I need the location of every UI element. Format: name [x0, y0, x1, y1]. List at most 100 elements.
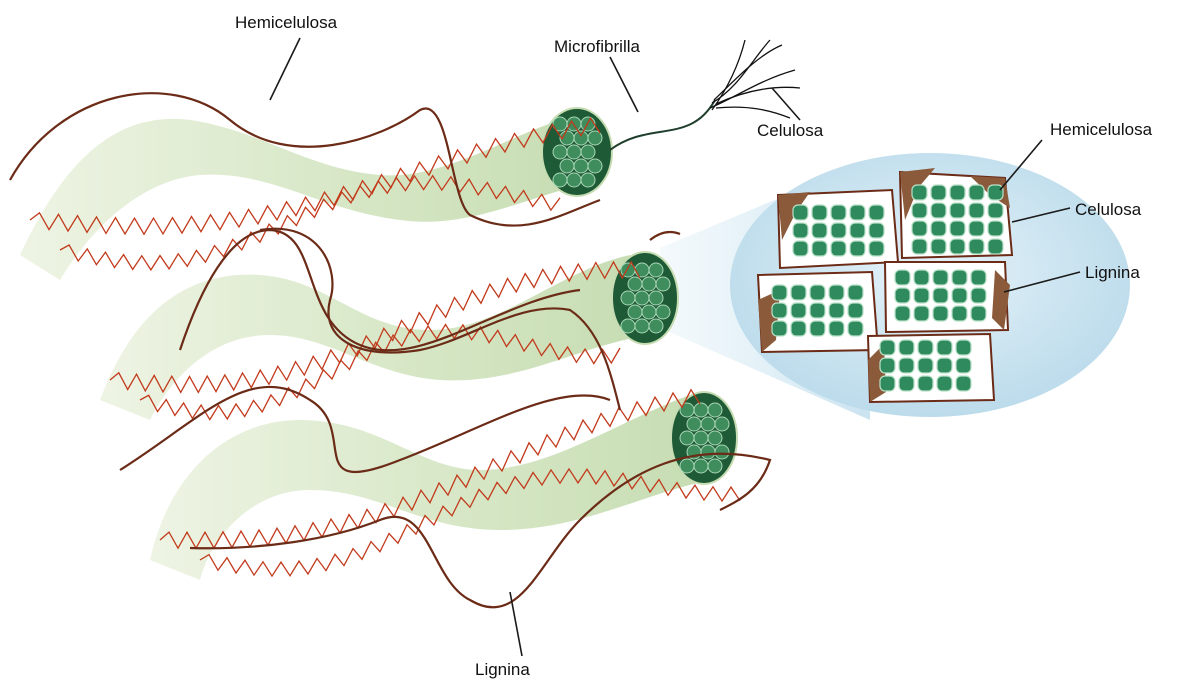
microfibril-dot: [656, 305, 670, 319]
cellulose-cell: [850, 223, 865, 238]
microfibril-dot: [701, 417, 715, 431]
cellulose-cell: [793, 223, 808, 238]
cellulose-cell: [956, 358, 971, 373]
microfibril-dot: [708, 403, 722, 417]
cellulose-cell: [933, 288, 948, 303]
microfibril-tail: [610, 100, 715, 150]
microfibril-dot: [574, 131, 588, 145]
cellulose-cell: [931, 221, 946, 236]
cellulose-cell: [950, 221, 965, 236]
cellulose-cell: [988, 203, 1003, 218]
cellulose-cell: [971, 306, 986, 321]
cellulose-cell: [899, 340, 914, 355]
cellulose-cell: [956, 340, 971, 355]
cellulose-cell: [812, 205, 827, 220]
cellulose-cell: [831, 223, 846, 238]
cellulose-cell: [918, 358, 933, 373]
cellulose-cell: [895, 270, 910, 285]
cellulose-cell: [791, 303, 806, 318]
microfibril-dot: [708, 459, 722, 473]
cellulose-cell: [950, 185, 965, 200]
microfibril-dot: [567, 145, 581, 159]
cross-section-zoom: [730, 153, 1130, 417]
cellulose-cell: [829, 303, 844, 318]
label-hemicelulosa-top: Hemicelulosa: [235, 13, 338, 32]
cellulose-cell: [869, 241, 884, 256]
cellulose-cell: [869, 205, 884, 220]
cellulose-cell: [880, 340, 895, 355]
fiber-bundle-bottom: [150, 392, 737, 580]
cellulose-cell: [950, 239, 965, 254]
microfibril-dot: [581, 173, 595, 187]
cellulose-cell: [831, 205, 846, 220]
cellulose-cell: [933, 306, 948, 321]
cellulose-cell: [899, 358, 914, 373]
cellulose-cell: [933, 270, 948, 285]
microfibril-dot: [628, 277, 642, 291]
cellulose-cell: [848, 303, 863, 318]
cellulose-cell: [880, 376, 895, 391]
microfibril-dot: [694, 431, 708, 445]
label-microfibrilla: Microfibrilla: [554, 37, 641, 56]
cellulose-cell: [912, 239, 927, 254]
cellulose-cell: [918, 376, 933, 391]
microfibril-dot: [621, 319, 635, 333]
cellulose-cell: [969, 203, 984, 218]
microfibril-dot: [553, 173, 567, 187]
cellulose-cell: [791, 321, 806, 336]
cellulose-cell: [880, 358, 895, 373]
cellulose-cell: [772, 321, 787, 336]
cellulose-cell: [969, 185, 984, 200]
cellulose-cell: [810, 321, 825, 336]
cellulose-cell: [952, 288, 967, 303]
microfibril-dot: [635, 291, 649, 305]
cellulose-cell: [812, 223, 827, 238]
cellulose-cell: [812, 241, 827, 256]
cellulose-cell: [931, 239, 946, 254]
cellulose-cell: [950, 203, 965, 218]
microfibril-dot: [635, 319, 649, 333]
cellulose-cell: [931, 185, 946, 200]
cellulose-cell: [895, 288, 910, 303]
cellulose-cell: [869, 223, 884, 238]
cellulose-cell: [956, 376, 971, 391]
cellulose-cell: [848, 321, 863, 336]
cellulose-cell: [937, 340, 952, 355]
cellulose-cell: [971, 288, 986, 303]
microfibril-dot: [581, 145, 595, 159]
microfibril-dot: [680, 431, 694, 445]
cellulose-cell: [829, 285, 844, 300]
label-celulosa-right: Celulosa: [1075, 200, 1142, 219]
label-lignina-right: Lignina: [1085, 263, 1140, 282]
microfibril-dot: [642, 305, 656, 319]
cellulose-cell: [937, 358, 952, 373]
cellulose-cell: [810, 303, 825, 318]
cellulose-cell: [829, 321, 844, 336]
cellulose-cell: [952, 306, 967, 321]
microfibril-dot: [708, 431, 722, 445]
cellulose-cell: [912, 221, 927, 236]
microfibril-dot: [649, 291, 663, 305]
microfibril-dot: [635, 263, 649, 277]
microfibril-dot: [715, 445, 729, 459]
microfibril-dot: [588, 159, 602, 173]
cellulose-cell: [899, 376, 914, 391]
cellulose-cell: [988, 185, 1003, 200]
cellulose-cell: [772, 285, 787, 300]
microfibril-dot: [621, 291, 635, 305]
cellulose-cell: [952, 270, 967, 285]
microfibril-dot: [687, 417, 701, 431]
microfibril-dot: [553, 145, 567, 159]
cellulose-cell: [988, 221, 1003, 236]
microfibril-dot: [560, 159, 574, 173]
cellulose-cell: [791, 285, 806, 300]
cellulose-cell: [772, 303, 787, 318]
cellulose-cell: [918, 340, 933, 355]
microfibril-dot: [649, 319, 663, 333]
cellulose-cell: [969, 221, 984, 236]
microfibril-dot: [574, 159, 588, 173]
cellulose-cell: [971, 270, 986, 285]
cellulose-cell: [914, 306, 929, 321]
microfibril-dot: [656, 277, 670, 291]
cellulose-cell: [850, 205, 865, 220]
